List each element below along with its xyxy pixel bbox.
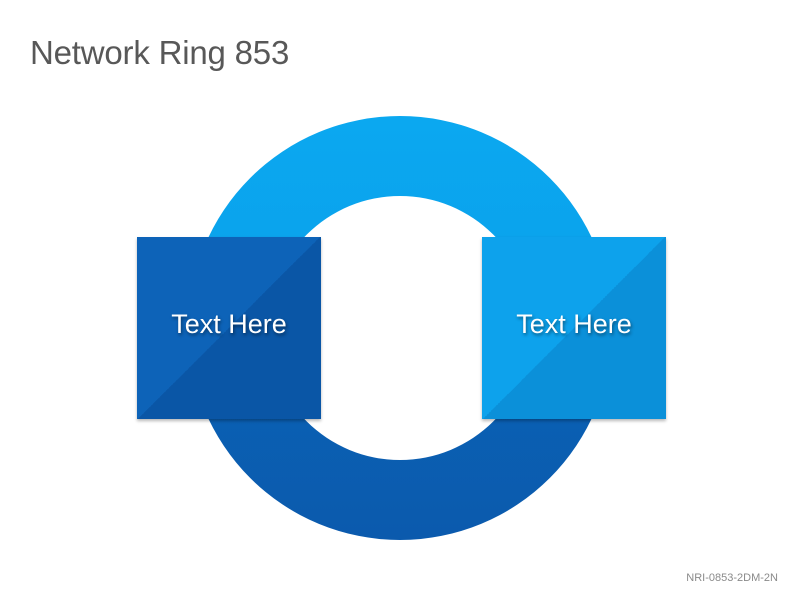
ring-top-arc xyxy=(188,116,612,328)
node-right-shade xyxy=(482,237,666,419)
node-left-label: Text Here xyxy=(171,309,287,339)
node-left: Text Here xyxy=(137,237,321,419)
node-right: Text Here xyxy=(482,237,666,419)
node-left-shade xyxy=(137,237,321,419)
node-right-label: Text Here xyxy=(516,309,632,339)
ring-bottom-arc xyxy=(188,328,612,540)
page-title: Network Ring 853 xyxy=(30,34,290,71)
footer-code: NRI-0853-2DM-2N xyxy=(686,572,778,584)
